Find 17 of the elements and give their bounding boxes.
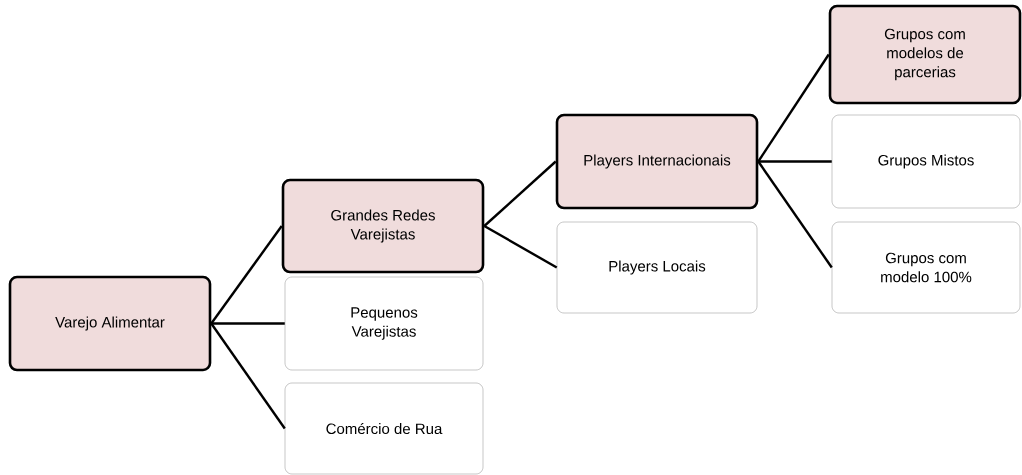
category-box: Pequenos Varejistas: [284, 276, 484, 371]
connector-line: [483, 160, 557, 227]
highlighted-box: Grandes Redes Varejistas: [281, 178, 485, 274]
connector-line: [757, 53, 830, 163]
highlighted-box: Varejo Alimentar: [8, 275, 212, 372]
highlighted-box: Grupos com modelos de parcerias: [828, 4, 1022, 105]
connector-line: [758, 160, 832, 163]
category-box: Grupos Mistos: [831, 114, 1021, 209]
connector-line: [757, 160, 833, 269]
connector-line: [210, 322, 286, 430]
connector-line: [210, 225, 283, 325]
category-box: Comércio de Rua: [284, 382, 484, 475]
connector-line: [483, 224, 558, 269]
connector-line: [211, 322, 285, 325]
category-box: Players Locais: [556, 221, 758, 314]
highlighted-box: Players Internacionais: [555, 113, 759, 210]
category-box: Grupos com modelo 100%: [831, 221, 1021, 314]
